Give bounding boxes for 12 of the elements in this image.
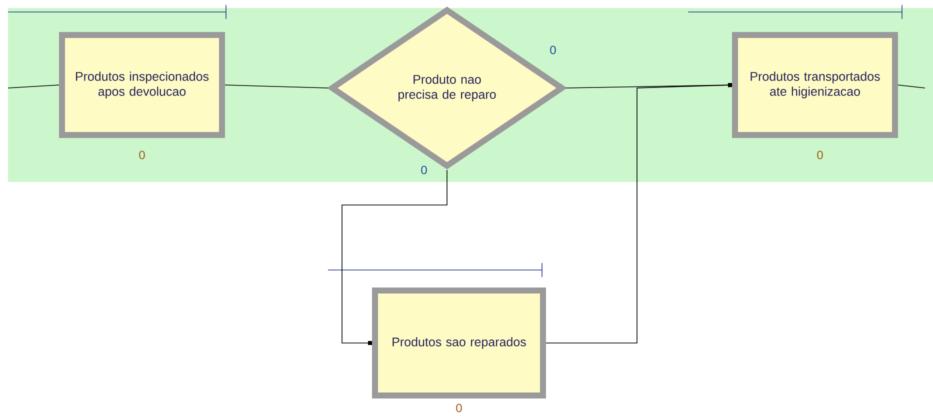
connector (546, 83, 732, 344)
counter-label: 0 (817, 150, 823, 160)
connector (8, 84, 60, 88)
counter-label: 0 (139, 150, 145, 160)
process-box: Produtos transportados ate higienizacao (732, 32, 898, 138)
connector (224, 84, 328, 88)
counter-label: 0 (456, 404, 462, 412)
process-box: Produtos inspecionados apos devolucao (59, 32, 225, 138)
process-box: Produtos sao reparados (372, 288, 546, 398)
counter-label: 0 (550, 46, 556, 54)
connector (342, 170, 448, 345)
connector (898, 84, 926, 88)
